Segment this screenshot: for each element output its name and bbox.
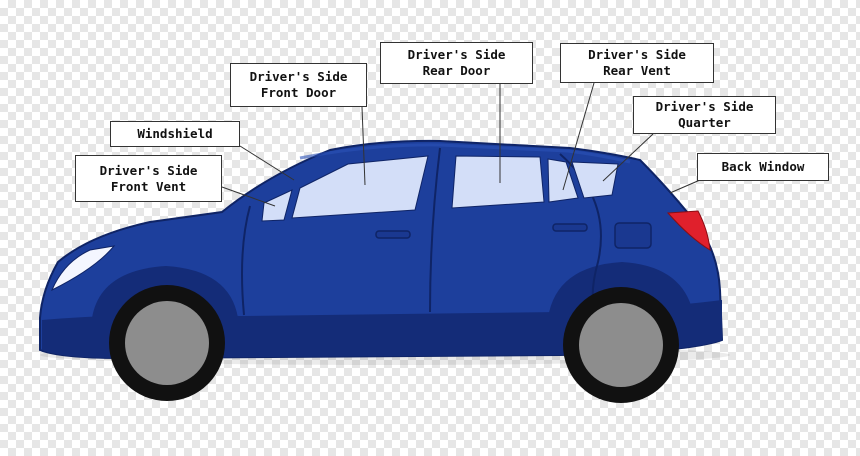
tail-light xyxy=(666,210,711,251)
label-windshield: Windshield xyxy=(110,121,240,147)
label-front-door: Driver's Side Front Door xyxy=(230,63,367,107)
quarter-leader xyxy=(602,133,654,182)
label-quarter: Driver's Side Quarter xyxy=(633,96,776,134)
back-window-leader xyxy=(669,179,701,194)
rear-door-handle xyxy=(552,223,588,232)
front-door-glass xyxy=(291,155,429,219)
rear-vent-leader xyxy=(562,82,595,191)
center-pillar-seam xyxy=(429,147,441,313)
label-rear-vent: Driver's Side Rear Vent xyxy=(560,43,714,83)
rear-wheel xyxy=(563,287,679,403)
fuel-door xyxy=(614,222,652,249)
label-back-window: Back Window xyxy=(697,153,829,181)
front-wheel xyxy=(109,285,225,401)
roof-highlight xyxy=(299,143,631,164)
front-door-seam xyxy=(241,205,251,316)
front-door-leader xyxy=(361,106,366,186)
leader-lines xyxy=(221,82,701,207)
rear-door-glass xyxy=(451,155,545,209)
front-vent-glass xyxy=(261,189,293,222)
label-front-vent: Driver's Side Front Vent xyxy=(75,155,222,202)
quarter-glass xyxy=(571,161,619,199)
windshield-leader xyxy=(239,145,295,181)
front-vent-leader xyxy=(221,186,276,207)
headlight xyxy=(51,245,116,292)
label-rear-door: Driver's Side Rear Door xyxy=(380,42,533,84)
front-door-handle xyxy=(375,230,411,239)
rear-vent-glass xyxy=(547,158,579,203)
